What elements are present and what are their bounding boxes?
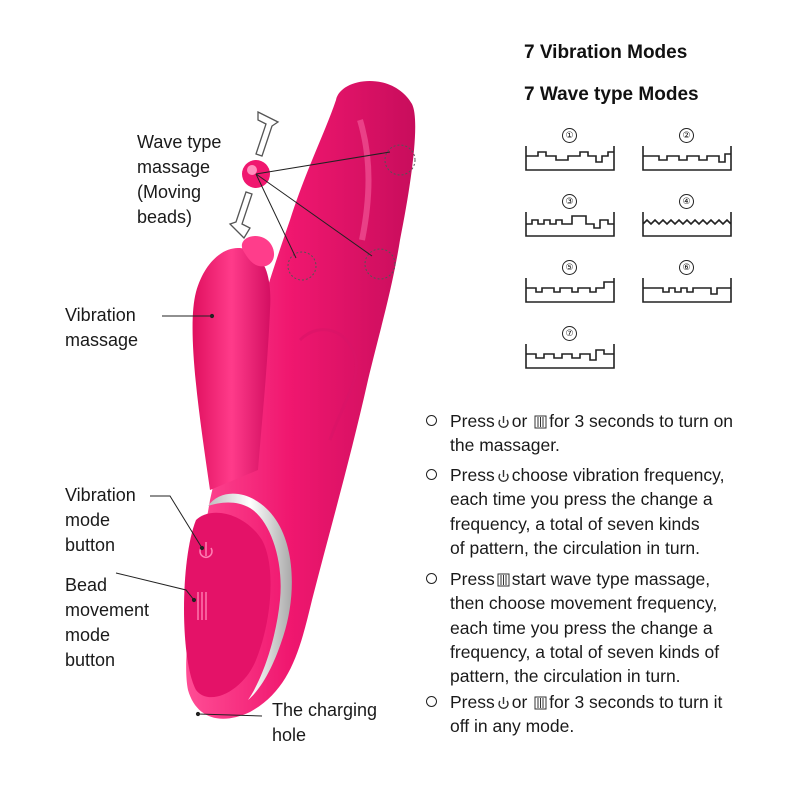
pattern-number: ④ [679, 194, 694, 209]
bead-button-icon [534, 415, 547, 429]
product-illustration [115, 80, 416, 719]
bead-button-icon [197, 592, 207, 620]
rabbit-arm [192, 248, 271, 490]
label-vibration-massage: Vibration massage [65, 305, 139, 350]
wave-pattern-7: ⑦ [524, 326, 616, 372]
rabbit-tip [241, 235, 275, 267]
wave-pattern-5: ⑤ [524, 260, 616, 306]
bullet-icon [426, 573, 437, 584]
label-bead-button: Bead movement mode button [65, 575, 150, 670]
pattern-number: ② [679, 128, 694, 143]
button-panel [184, 512, 271, 698]
wave-pattern-6: ⑥ [641, 260, 733, 306]
wave-pattern-1: ① [524, 128, 616, 174]
bead-button-icon [497, 573, 510, 587]
wave-pattern-3: ③ [524, 194, 616, 240]
pattern-number: ⑥ [679, 260, 694, 275]
pattern-number: ⑦ [562, 326, 577, 341]
pattern-number: ③ [562, 194, 577, 209]
vibration-button-icon [199, 542, 213, 558]
title-wave-modes: 7 Wave type Modes [524, 84, 699, 105]
up-down-arrow [228, 110, 280, 240]
silver-trim [208, 493, 292, 700]
bead-button-icon [534, 696, 547, 710]
vibration-button-icon [498, 470, 509, 483]
pattern-number: ⑤ [562, 260, 577, 275]
vibration-button-icon [498, 697, 509, 710]
label-wave-massage: Wave type massage (Moving beads) [137, 132, 222, 227]
wave-pattern-2: ② [641, 128, 733, 174]
bullet-icon [426, 415, 437, 426]
bullet-icon [426, 469, 437, 480]
bullet-icon [426, 696, 437, 707]
label-charging-hole: The charging hole [272, 700, 378, 745]
wave-pattern-4: ④ [641, 194, 733, 240]
pattern-number: ① [562, 128, 577, 143]
title-vibration-modes: 7 Vibration Modes [524, 42, 688, 63]
label-vibration-button: Vibration mode button [65, 485, 136, 555]
vibration-button-icon [498, 416, 509, 429]
